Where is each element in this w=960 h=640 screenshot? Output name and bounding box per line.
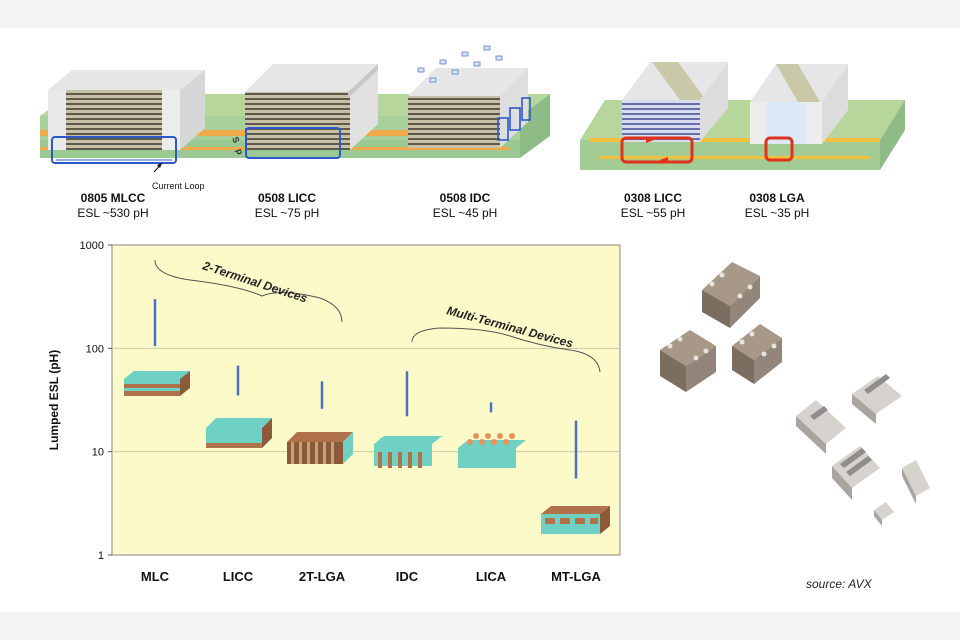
- y-axis-label: Lumped ESL (pH): [47, 350, 61, 450]
- plot-area: [111, 244, 621, 556]
- x-tick-label: 2T-LGA: [299, 569, 346, 584]
- idc-0508-label: 0508 IDC ESL ~45 pH: [410, 191, 520, 221]
- licc-chip-thumbnail: [206, 418, 272, 448]
- svg-text:S: S: [230, 135, 241, 144]
- lga-chip-b: [796, 400, 846, 454]
- package-esl: ESL ~75 pH: [254, 206, 320, 220]
- package-name: 0508 LICC: [257, 191, 317, 205]
- multi-terminal-brace: [411, 327, 601, 373]
- esl-chart: 1 10 100 1000 MLC LICC 2T-LGA IDC LICA MT-LGA Lu…: [47, 240, 621, 584]
- lica-chip-thumbnail: [458, 433, 526, 468]
- lga-chip-d: [902, 460, 930, 504]
- y-tick-label: 1000: [80, 240, 104, 252]
- multi-terminal-chip-c: [732, 324, 782, 384]
- lga-chip-e: [874, 502, 894, 526]
- two-terminal-brace: [154, 259, 343, 323]
- package-name: 0805 MLCC: [80, 191, 146, 205]
- svg-text:p: p: [234, 147, 245, 156]
- lga-0308-illustration: [750, 64, 848, 162]
- package-name: 0308 LICC: [623, 191, 683, 205]
- multi-terminal-chip-b: [660, 330, 716, 392]
- licc-0508-label: 0508 LICC ESL ~75 pH: [232, 191, 342, 221]
- component-photo: [660, 262, 930, 526]
- package-esl: ESL ~55 pH: [620, 206, 686, 220]
- idc-chip-thumbnail: [374, 436, 442, 468]
- y-tick-label: 10: [92, 447, 104, 459]
- mlc-chip-thumbnail: [124, 371, 190, 396]
- lga-chip-a: [852, 374, 902, 424]
- y-tick-label: 1: [98, 550, 104, 562]
- mlcc-0805-label: 0805 MLCC ESL ~530 pH: [48, 191, 178, 221]
- package-illustrations: S p: [40, 45, 905, 173]
- mt-lga-chip-thumbnail: [541, 506, 610, 534]
- licc-0308-illustration: [620, 62, 728, 164]
- lga-0308-label: 0308 LGA ESL ~35 pH: [722, 191, 832, 221]
- mlcc-0805-illustration: [48, 70, 205, 173]
- x-tick-label: LICA: [476, 569, 507, 584]
- x-tick-labels: MLC LICC 2T-LGA IDC LICA MT-LGA: [141, 569, 602, 584]
- package-name: 0308 LGA: [749, 191, 805, 205]
- x-tick-label: IDC: [396, 569, 419, 584]
- x-tick-label: MT-LGA: [551, 569, 601, 584]
- x-tick-label: LICC: [223, 569, 254, 584]
- lga-chip-c: [832, 446, 880, 500]
- esl-range-bars: [153, 299, 578, 479]
- y-tick-label: 100: [86, 343, 104, 355]
- y-tick-labels: 1 10 100 1000: [80, 240, 112, 562]
- idc-0508-illustration: [408, 45, 531, 148]
- multi-terminal-chip-a: [702, 262, 760, 328]
- package-esl: ESL ~35 pH: [744, 206, 810, 220]
- x-tick-label: MLC: [141, 569, 170, 584]
- gridlines: [112, 347, 620, 453]
- package-esl: ESL ~45 pH: [432, 206, 498, 220]
- package-name: 0508 IDC: [439, 191, 491, 205]
- 2t-lga-chip-thumbnail: [287, 432, 353, 464]
- package-esl: ESL ~530 pH: [77, 206, 149, 220]
- licc-0308-label: 0308 LICC ESL ~55 pH: [598, 191, 708, 221]
- source-credit: source: AVX: [806, 577, 872, 591]
- licc-0508-illustration: S p: [230, 64, 378, 159]
- current-loop-caption: Current Loop: [152, 181, 205, 191]
